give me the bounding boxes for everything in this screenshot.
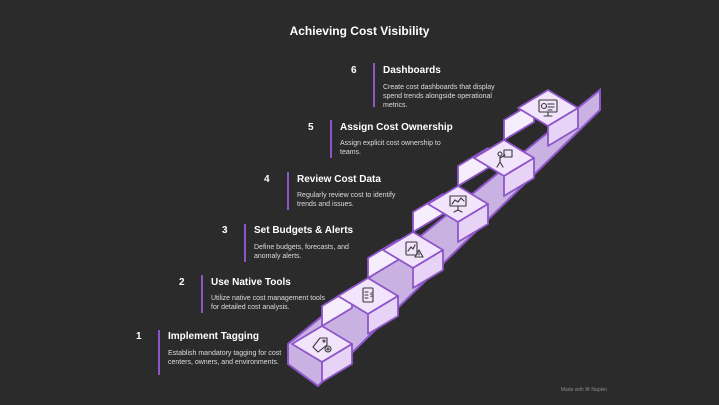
bill-dollar-icon: $: [362, 287, 374, 303]
step-description: Create cost dashboards that display spen…: [383, 84, 495, 109]
step-number: 5: [308, 122, 314, 133]
presentation-chart-icon: [449, 195, 467, 213]
tag-gear-icon: [312, 337, 332, 353]
step-number: 6: [351, 65, 357, 76]
step-title: Use Native Tools: [211, 277, 291, 288]
svg-text:$: $: [370, 293, 374, 299]
step-title: Set Budgets & Alerts: [254, 225, 354, 236]
step-number: 4: [264, 174, 270, 185]
step-description: Regularly review cost to identify trends…: [297, 192, 396, 208]
presenter-icon: [496, 149, 513, 168]
step-title: Review Cost Data: [297, 174, 381, 185]
step-title: Assign Cost Ownership: [340, 122, 453, 133]
step-number: 3: [222, 225, 228, 236]
step-title: Dashboards: [383, 65, 441, 76]
step-description: Establish mandatory tagging for cost cen…: [168, 350, 282, 366]
step-accent-bar: [373, 63, 375, 107]
step-description: Utilize native cost management tools for…: [211, 295, 325, 311]
step-title: Implement Tagging: [168, 331, 259, 342]
step-accent-bar: [244, 224, 246, 262]
step-number: 1: [136, 331, 142, 342]
step-accent-bar: [158, 330, 160, 375]
step-description: Define budgets, forecasts, and anomaly a…: [254, 244, 349, 260]
step-number: 2: [179, 277, 185, 288]
staircase-steps: [291, 89, 579, 383]
monitor-dashboard-icon: [538, 99, 558, 117]
chart-alert-icon: [405, 241, 424, 258]
napkin-watermark: Made with ⌘ Napkin: [560, 387, 607, 393]
step-description: Assign explicit cost ownership to teams.: [340, 140, 441, 156]
step-accent-bar: [287, 172, 289, 210]
diagram-title: Achieving Cost Visibility: [289, 24, 430, 38]
step-accent-bar: [201, 275, 203, 313]
step-accent-bar: [330, 120, 332, 158]
